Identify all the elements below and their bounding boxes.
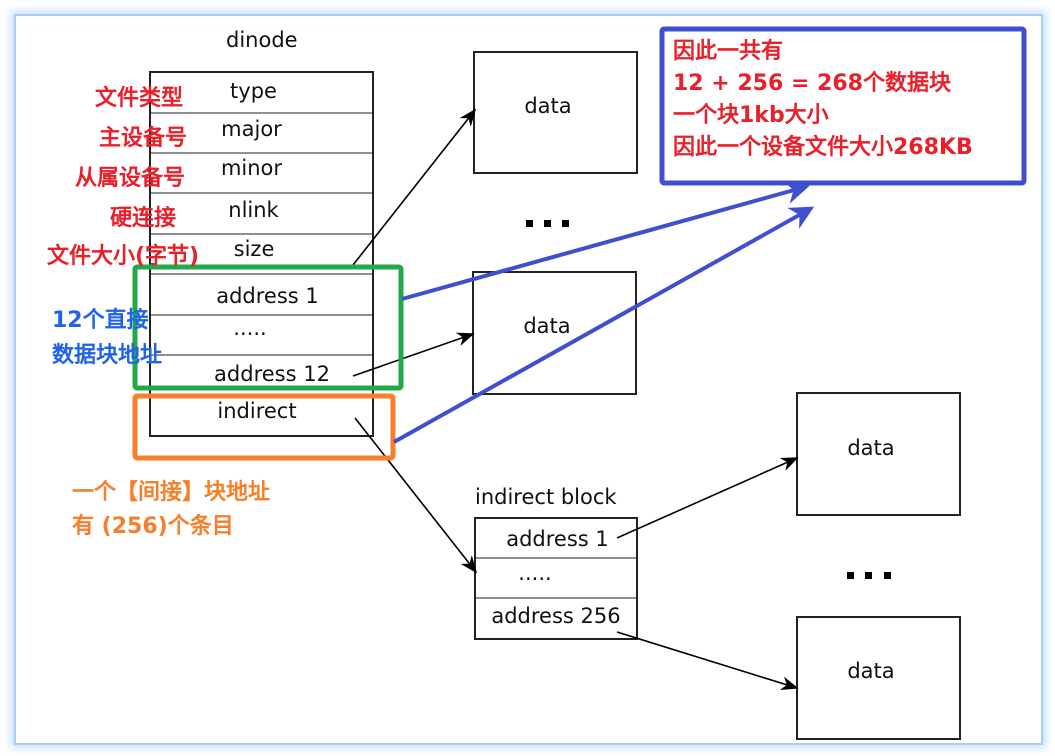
ellipsis-lower — [847, 572, 891, 579]
data-label-1: data — [524, 94, 572, 118]
field-ellipsis: ..... — [233, 316, 267, 340]
field-address-12: address 12 — [214, 362, 330, 386]
data-label-3: data — [847, 436, 895, 460]
field-minor: minor — [220, 156, 283, 180]
arrow-address1-to-data — [352, 108, 477, 266]
annotation-minor-device: 从属设备号 — [75, 166, 186, 191]
ellipsis-upper — [526, 220, 569, 227]
ib-field-address-256: address 256 — [491, 604, 621, 628]
direct-label-line2: 数据块地址 — [52, 343, 163, 368]
data-block-4 — [796, 616, 961, 740]
field-address-1: address 1 — [216, 284, 319, 308]
summary-line-2: 12 + 256 = 268个数据块 — [673, 71, 951, 96]
data-block-1 — [473, 51, 638, 174]
dinode-title: dinode — [226, 28, 298, 52]
summary-note-box — [659, 26, 1027, 186]
field-indirect: indirect — [217, 399, 297, 423]
summary-note: 因此一共有 12 + 256 = 268个数据块 一个块1kb大小 因此一个设备… — [673, 36, 973, 164]
blue-arrow-indirect — [393, 206, 815, 444]
data-label-4: data — [847, 659, 895, 683]
summary-line-3: 一个块1kb大小 — [673, 103, 829, 128]
annotation-hard-link: 硬连接 — [110, 206, 177, 231]
indirect-label-line2: 有 (256)个条目 — [72, 514, 234, 539]
summary-line-4: 因此一个设备文件大小268KB — [673, 135, 973, 160]
blue-arrow-direct — [401, 180, 810, 301]
data-label-2: data — [523, 314, 571, 338]
arrow-address12-to-data — [352, 332, 475, 377]
annotation-major-device: 主设备号 — [99, 126, 188, 151]
indirect-block-table — [474, 517, 638, 640]
arrow-ib-address256-to-data — [616, 631, 799, 691]
annotation-file-type: 文件类型 — [95, 86, 184, 111]
indirect-label-line1: 一个【间接】块地址 — [72, 480, 271, 505]
indirect-highlight-box — [132, 393, 396, 461]
direct-label-line1: 12个直接 — [52, 308, 149, 333]
data-block-2 — [472, 271, 637, 395]
direct-highlight-box — [132, 264, 404, 391]
field-major: major — [221, 117, 282, 141]
arrow-ib-address1-to-data — [616, 457, 799, 539]
ib-field-ellipsis: ..... — [518, 561, 552, 585]
ib-field-address-1: address 1 — [506, 527, 609, 551]
summary-line-1: 因此一共有 — [673, 39, 784, 64]
arrow-indirect-to-block — [354, 417, 478, 574]
indirect-block-title: indirect block — [475, 485, 617, 509]
annotation-file-size: 文件大小(字节) — [47, 244, 200, 269]
field-type: type — [230, 79, 277, 103]
field-size: size — [233, 237, 275, 261]
data-block-3 — [796, 392, 961, 516]
field-nlink: nlink — [228, 198, 279, 222]
